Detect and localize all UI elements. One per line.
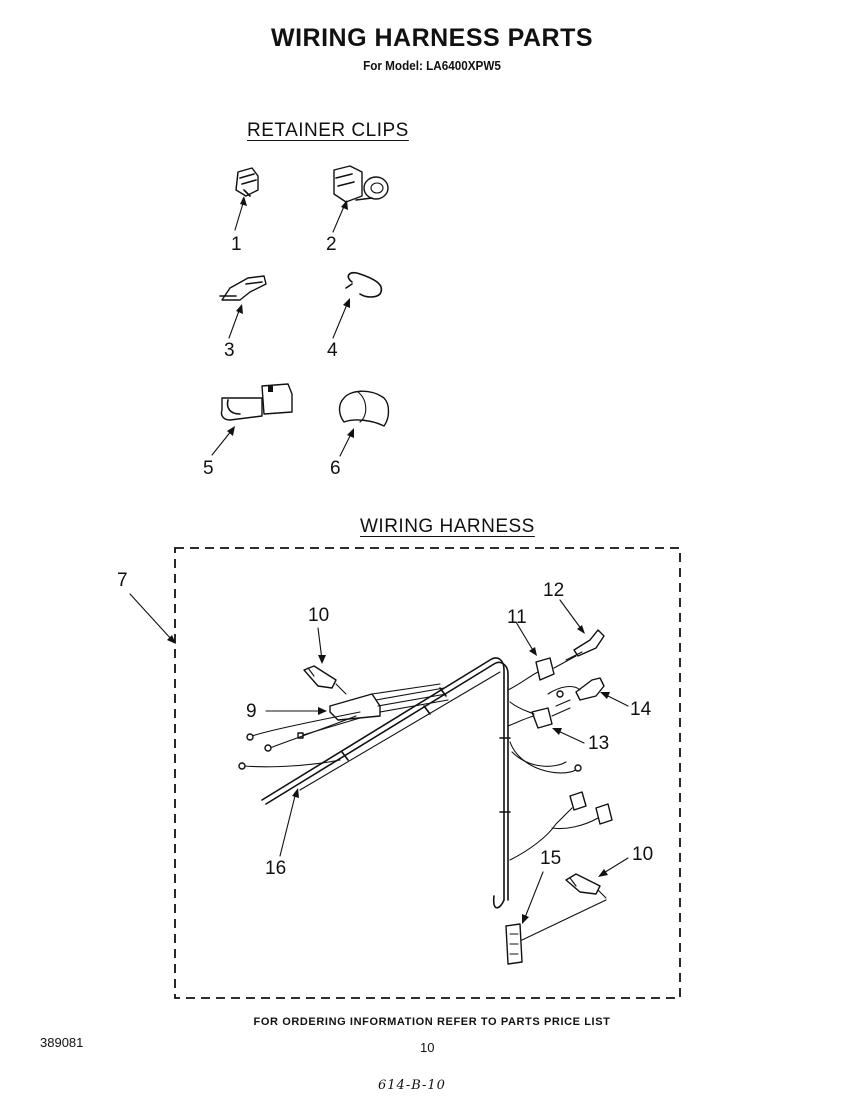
connector-11-drawing	[507, 655, 577, 691]
arrow-3	[228, 304, 243, 339]
terminal-14-drawing	[547, 677, 605, 707]
terminal-12-drawing	[565, 629, 605, 661]
retainer-clip-5-drawing	[220, 383, 293, 421]
arrow-13	[552, 728, 585, 744]
arrow-16	[279, 788, 299, 857]
page-number: 10	[420, 1040, 435, 1055]
arrow-5	[211, 426, 235, 456]
callout-10-right: 10	[632, 844, 654, 865]
harness-boundary	[174, 547, 681, 999]
callout-1: 1	[231, 234, 242, 255]
arrow-9	[265, 707, 327, 715]
callout-2: 2	[326, 234, 337, 255]
callout-14: 14	[630, 699, 652, 720]
harness-main-trunk	[261, 657, 511, 909]
callout-15: 15	[540, 848, 562, 869]
ordering-note: FOR ORDERING INFORMATION REFER TO PARTS …	[253, 1016, 611, 1028]
arrow-10-right	[598, 857, 629, 877]
document-number: 389081	[40, 1035, 84, 1050]
callout-7: 7	[117, 570, 128, 591]
arrow-4	[332, 298, 350, 339]
arrow-1	[234, 196, 247, 231]
callout-5: 5	[203, 458, 214, 479]
model-subtitle: For Model: LA6400XPW5	[363, 58, 501, 73]
callout-10-left: 10	[308, 605, 330, 626]
terminal-10-right-drawing	[565, 873, 607, 899]
connector-9-drawing	[297, 683, 449, 739]
page-title: WIRING HARNESS PARTS	[270, 24, 594, 52]
retainer-clip-1-drawing	[235, 167, 259, 197]
callout-12: 12	[543, 580, 565, 601]
retainer-clip-6-drawing	[338, 390, 390, 427]
callout-9: 9	[246, 701, 257, 722]
arrow-10-left	[317, 627, 326, 664]
retainer-clip-4-drawing	[345, 271, 383, 298]
arrow-12	[559, 599, 585, 634]
retainer-clip-2-drawing	[333, 165, 389, 203]
handwritten-code: 614-B-10	[378, 1078, 446, 1093]
connector-13-drawing	[507, 701, 582, 774]
arrow-15	[522, 871, 544, 924]
callout-16: 16	[265, 858, 287, 879]
retainer-clips-heading: RETAINER CLIPS	[247, 120, 409, 141]
wiring-harness-heading: WIRING HARNESS	[360, 516, 535, 537]
arrow-7	[129, 593, 176, 644]
callout-13: 13	[588, 733, 610, 754]
arrow-14	[600, 692, 629, 707]
callout-11: 11	[507, 607, 527, 628]
connector-15-drawing	[505, 899, 607, 965]
harness-right-branches	[509, 791, 613, 861]
arrow-6	[339, 428, 354, 457]
arrow-11	[515, 621, 537, 656]
callout-3: 3	[224, 340, 235, 361]
terminal-10-left-drawing	[303, 665, 347, 695]
arrow-2	[332, 200, 348, 233]
retainer-clip-3-drawing	[219, 275, 267, 301]
callout-4: 4	[327, 340, 338, 361]
harness-left-branches	[238, 711, 361, 770]
callout-6: 6	[330, 458, 341, 479]
